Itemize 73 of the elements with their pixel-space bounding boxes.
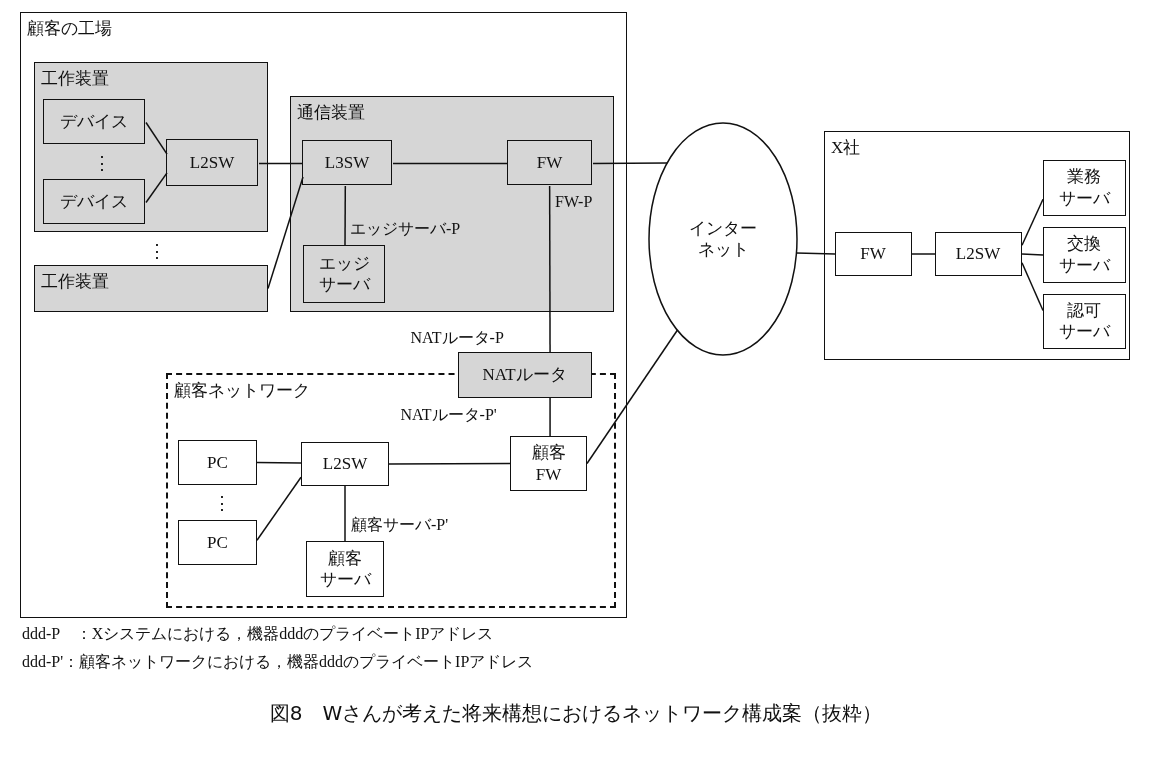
- device-label: L2SW: [955, 242, 1001, 265]
- group-box: [20, 12, 627, 618]
- connection-line: [145, 121, 168, 155]
- device-box: [834, 231, 912, 276]
- group-heading: 工作装置: [40, 67, 109, 90]
- group-box: [289, 95, 614, 312]
- port-address-label: FW-P: [555, 192, 593, 212]
- device-label: 顧客FW: [531, 442, 566, 485]
- connection-line: [258, 162, 304, 165]
- device-box: [1042, 226, 1126, 283]
- device-box: [1042, 293, 1126, 349]
- figure-caption: 図8 Wさんが考えた将来構想におけるネットワーク構成案（抜粋）: [268, 700, 884, 727]
- device-box: [43, 179, 145, 224]
- device-box: [166, 139, 258, 186]
- group-box: [33, 264, 268, 312]
- connection-line: [549, 397, 551, 437]
- device-box: [302, 140, 392, 185]
- device-box: [510, 436, 587, 491]
- ellipsis-mark: ⋮: [148, 240, 166, 262]
- connection-line: [1021, 253, 1044, 256]
- group-heading: 通信装置: [296, 101, 365, 124]
- device-label: デバイス: [60, 110, 128, 133]
- device-box: [934, 231, 1022, 276]
- device-label: 認可サーバ: [1058, 299, 1110, 343]
- connection-line: [256, 476, 302, 541]
- port-address-label: エッジサーバ-P: [350, 219, 461, 239]
- device-box: [301, 442, 389, 486]
- group-box: [824, 131, 1130, 360]
- device-label: FW: [536, 151, 563, 174]
- ellipsis-mark: ⋮: [213, 492, 231, 514]
- connection-line: [344, 185, 347, 247]
- device-label: 交換サーバ: [1058, 233, 1110, 276]
- connection-line: [344, 485, 346, 542]
- connection-line: [388, 462, 511, 465]
- device-label: エッジサーバ: [318, 252, 370, 296]
- device-box: [43, 99, 145, 144]
- device-box: [1042, 159, 1126, 216]
- device-label: PC: [207, 451, 228, 474]
- device-box: [178, 520, 257, 565]
- group-heading: X社: [831, 137, 861, 159]
- group-heading: 工作装置: [40, 270, 109, 293]
- device-label: 業務サーバ: [1058, 166, 1110, 209]
- connection-line: [548, 185, 551, 353]
- internet-ellipse: [648, 122, 798, 356]
- connection-line: [1021, 262, 1044, 312]
- connection-line: [256, 461, 302, 464]
- group-heading: 顧客の工場: [27, 18, 112, 40]
- port-address-label: NATルータ-P: [410, 327, 504, 348]
- connection-line: [911, 253, 936, 255]
- connection-line: [1021, 198, 1044, 246]
- device-box: [178, 440, 257, 485]
- connection-line: [267, 176, 304, 290]
- device-label: L2SW: [322, 453, 368, 475]
- group-box: [33, 61, 268, 232]
- device-label: L2SW: [189, 151, 235, 174]
- port-address-label: NATルータ-P': [400, 404, 497, 425]
- note-text: ddd-P'：顧客ネットワークにおける，機器dddのプライベートIPアドレス: [22, 652, 534, 672]
- device-label: L3SW: [324, 151, 370, 174]
- port-address-label: 顧客サーバ-P': [351, 515, 449, 535]
- ellipsis-mark: ⋮: [93, 152, 111, 174]
- device-label: NATルータ: [482, 363, 567, 386]
- device-label: PC: [207, 531, 228, 554]
- connection-line: [586, 329, 679, 465]
- connection-line: [145, 172, 168, 204]
- note-text: ddd-P ：Xシステムにおける，機器dddのプライベートIPアドレス: [22, 624, 494, 644]
- connection-line: [795, 252, 836, 255]
- device-label: FW: [860, 242, 886, 265]
- connection-line: [392, 162, 509, 165]
- device-label: デバイス: [60, 190, 128, 213]
- device-label: 顧客サーバ: [319, 547, 371, 591]
- connection-line: [592, 162, 668, 165]
- group-heading: 顧客ネットワーク: [173, 379, 310, 402]
- device-label: インターネット: [689, 217, 757, 261]
